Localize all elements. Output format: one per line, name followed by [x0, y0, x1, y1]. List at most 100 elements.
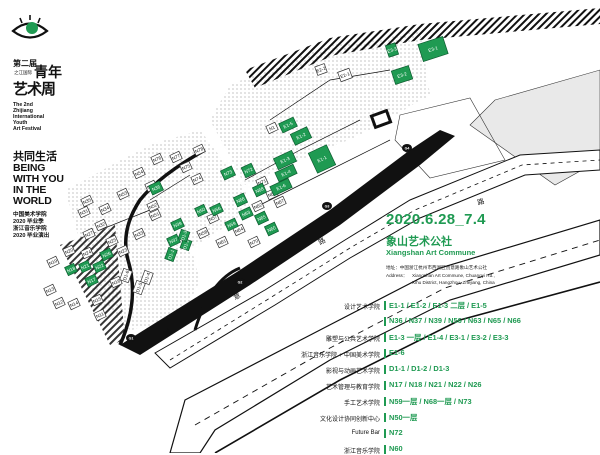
river-lower-edge	[214, 281, 600, 453]
building-n74[interactable]: N74	[190, 172, 204, 186]
venue-n39[interactable]: N39	[170, 217, 185, 232]
venue-e1-5[interactable]: E1-5	[278, 116, 298, 134]
building-label: N36	[151, 184, 161, 192]
building-n1[interactable]: N1	[265, 121, 279, 135]
building-n19[interactable]: N19	[46, 255, 60, 269]
venue-e3-1[interactable]: E3-1	[417, 35, 449, 63]
gate-marker-2[interactable]: G2	[235, 278, 245, 286]
building-n24[interactable]: N24	[80, 246, 94, 260]
venue-d1-3[interactable]: D1-3	[177, 228, 191, 243]
building-n70[interactable]: N70	[247, 235, 261, 249]
building-label: E3-1	[428, 45, 439, 53]
building-n27[interactable]: N27	[82, 227, 96, 241]
building-n77[interactable]: N77	[169, 150, 183, 164]
building-n32[interactable]: N32	[94, 218, 108, 232]
eye-logo-icon	[11, 15, 49, 39]
address-en-label: Address：	[386, 273, 408, 278]
venue-n66[interactable]: N66	[232, 192, 249, 208]
gate-marker-3[interactable]: G3	[322, 202, 332, 210]
building-n62[interactable]: N62	[251, 199, 265, 213]
building-n76[interactable]: N76	[150, 152, 164, 166]
venue-e1-3[interactable]: E1-3	[272, 149, 298, 171]
building-n15[interactable]: N15	[90, 293, 104, 307]
building-label: N71	[257, 178, 267, 186]
building-label: N53	[118, 190, 128, 198]
building-n54[interactable]: N54	[132, 166, 146, 180]
building-n52[interactable]: N52	[146, 199, 160, 213]
venue-n60[interactable]: N60	[263, 221, 280, 237]
building-n78[interactable]: N78	[192, 143, 206, 157]
venue-n17[interactable]: N17	[84, 273, 99, 288]
building-shape	[84, 273, 99, 288]
building-d1-5[interactable]: D1-5	[132, 279, 146, 296]
building-e2-1[interactable]: E2-1	[337, 67, 353, 83]
building-n51[interactable]: N51	[148, 208, 162, 222]
venue-e3-2[interactable]: E3-2	[390, 65, 414, 85]
venue-e1-4[interactable]: E1-4	[274, 163, 298, 183]
schools-list: 中国美术学院 2020 毕业季 浙江音乐学院 2020 毕业演出	[13, 212, 50, 239]
building-label: N32	[96, 221, 106, 229]
venue-n65[interactable]: N65	[253, 210, 270, 226]
venue-n68[interactable]: N68	[251, 182, 268, 198]
building-label: N61	[217, 238, 227, 246]
venue-n72[interactable]: N72	[240, 162, 257, 179]
venue-n26[interactable]: N26	[99, 247, 114, 262]
building-n34[interactable]: N34	[98, 202, 112, 216]
building-n67[interactable]: N67	[273, 195, 287, 209]
building-e2-2[interactable]: E2-2	[314, 63, 328, 76]
venue-n56[interactable]: N56	[209, 202, 224, 217]
building-n31[interactable]: N31	[77, 205, 91, 219]
building-n33[interactable]: N33	[132, 227, 146, 241]
building-n58[interactable]: N58	[196, 226, 210, 240]
venue-n50[interactable]: N50	[194, 203, 208, 218]
building-n53[interactable]: N53	[116, 187, 130, 201]
building-shape	[215, 235, 229, 249]
venue-n18[interactable]: N18	[64, 262, 78, 277]
main-road	[120, 130, 455, 355]
venue-e1-2[interactable]: E1-2	[289, 126, 313, 146]
venue-n73[interactable]: N73	[219, 165, 237, 181]
venue-d1-2[interactable]: D1-2	[179, 237, 193, 252]
legend-value: N72	[389, 428, 403, 437]
building-n13[interactable]: N13	[43, 283, 57, 297]
gate-marker-4[interactable]: G4	[402, 144, 412, 152]
building-shape	[278, 116, 298, 134]
venue-n36[interactable]: N36	[147, 180, 165, 196]
building-n20[interactable]: N20	[62, 244, 76, 258]
address-en: Xiangshan Art Commune, Chuangyi Rd., Xih…	[412, 273, 495, 285]
venue-d1-1[interactable]: D1-1	[164, 246, 178, 263]
venue-n59[interactable]: N59	[224, 217, 239, 232]
building-n11[interactable]: N11	[93, 308, 107, 322]
building-label: E1-5	[283, 121, 294, 130]
venue-e1-1[interactable]: E1-1	[307, 144, 337, 174]
venue-e3-3[interactable]: E3-3	[384, 42, 400, 58]
building-n14[interactable]: N14	[67, 297, 81, 311]
building-label: N68	[255, 186, 265, 194]
building-n25[interactable]: N25	[105, 234, 119, 248]
building-label: N57	[208, 214, 218, 222]
venue-n21[interactable]: N21	[78, 259, 92, 274]
building-n75[interactable]: N75	[179, 160, 193, 174]
building-label: N73	[223, 169, 233, 177]
building-shape	[170, 217, 185, 232]
legend-label: 浙江音乐学院	[343, 449, 380, 455]
building-n23[interactable]: N23	[116, 244, 130, 258]
building-shape	[94, 218, 108, 232]
building-shape	[62, 244, 76, 258]
building-d1-6[interactable]: D1-6	[119, 267, 133, 284]
venue-e1-6[interactable]: E1-6	[269, 177, 293, 197]
legend-separator	[384, 333, 386, 342]
building-shape	[119, 267, 133, 284]
building-n12[interactable]: N12	[52, 296, 66, 310]
venue-n22[interactable]: N22	[92, 259, 107, 274]
building-n57[interactable]: N57	[206, 211, 220, 225]
building-n16[interactable]: N16	[109, 275, 123, 289]
building-label: N23	[118, 247, 128, 255]
building-n61[interactable]: N61	[215, 235, 229, 249]
building-n35[interactable]: N35	[80, 194, 94, 208]
building-shape	[99, 247, 114, 262]
venue-n63[interactable]: N63	[238, 206, 254, 221]
building-label: N60	[267, 225, 277, 233]
gate-marker-1[interactable]: G1	[126, 334, 136, 342]
